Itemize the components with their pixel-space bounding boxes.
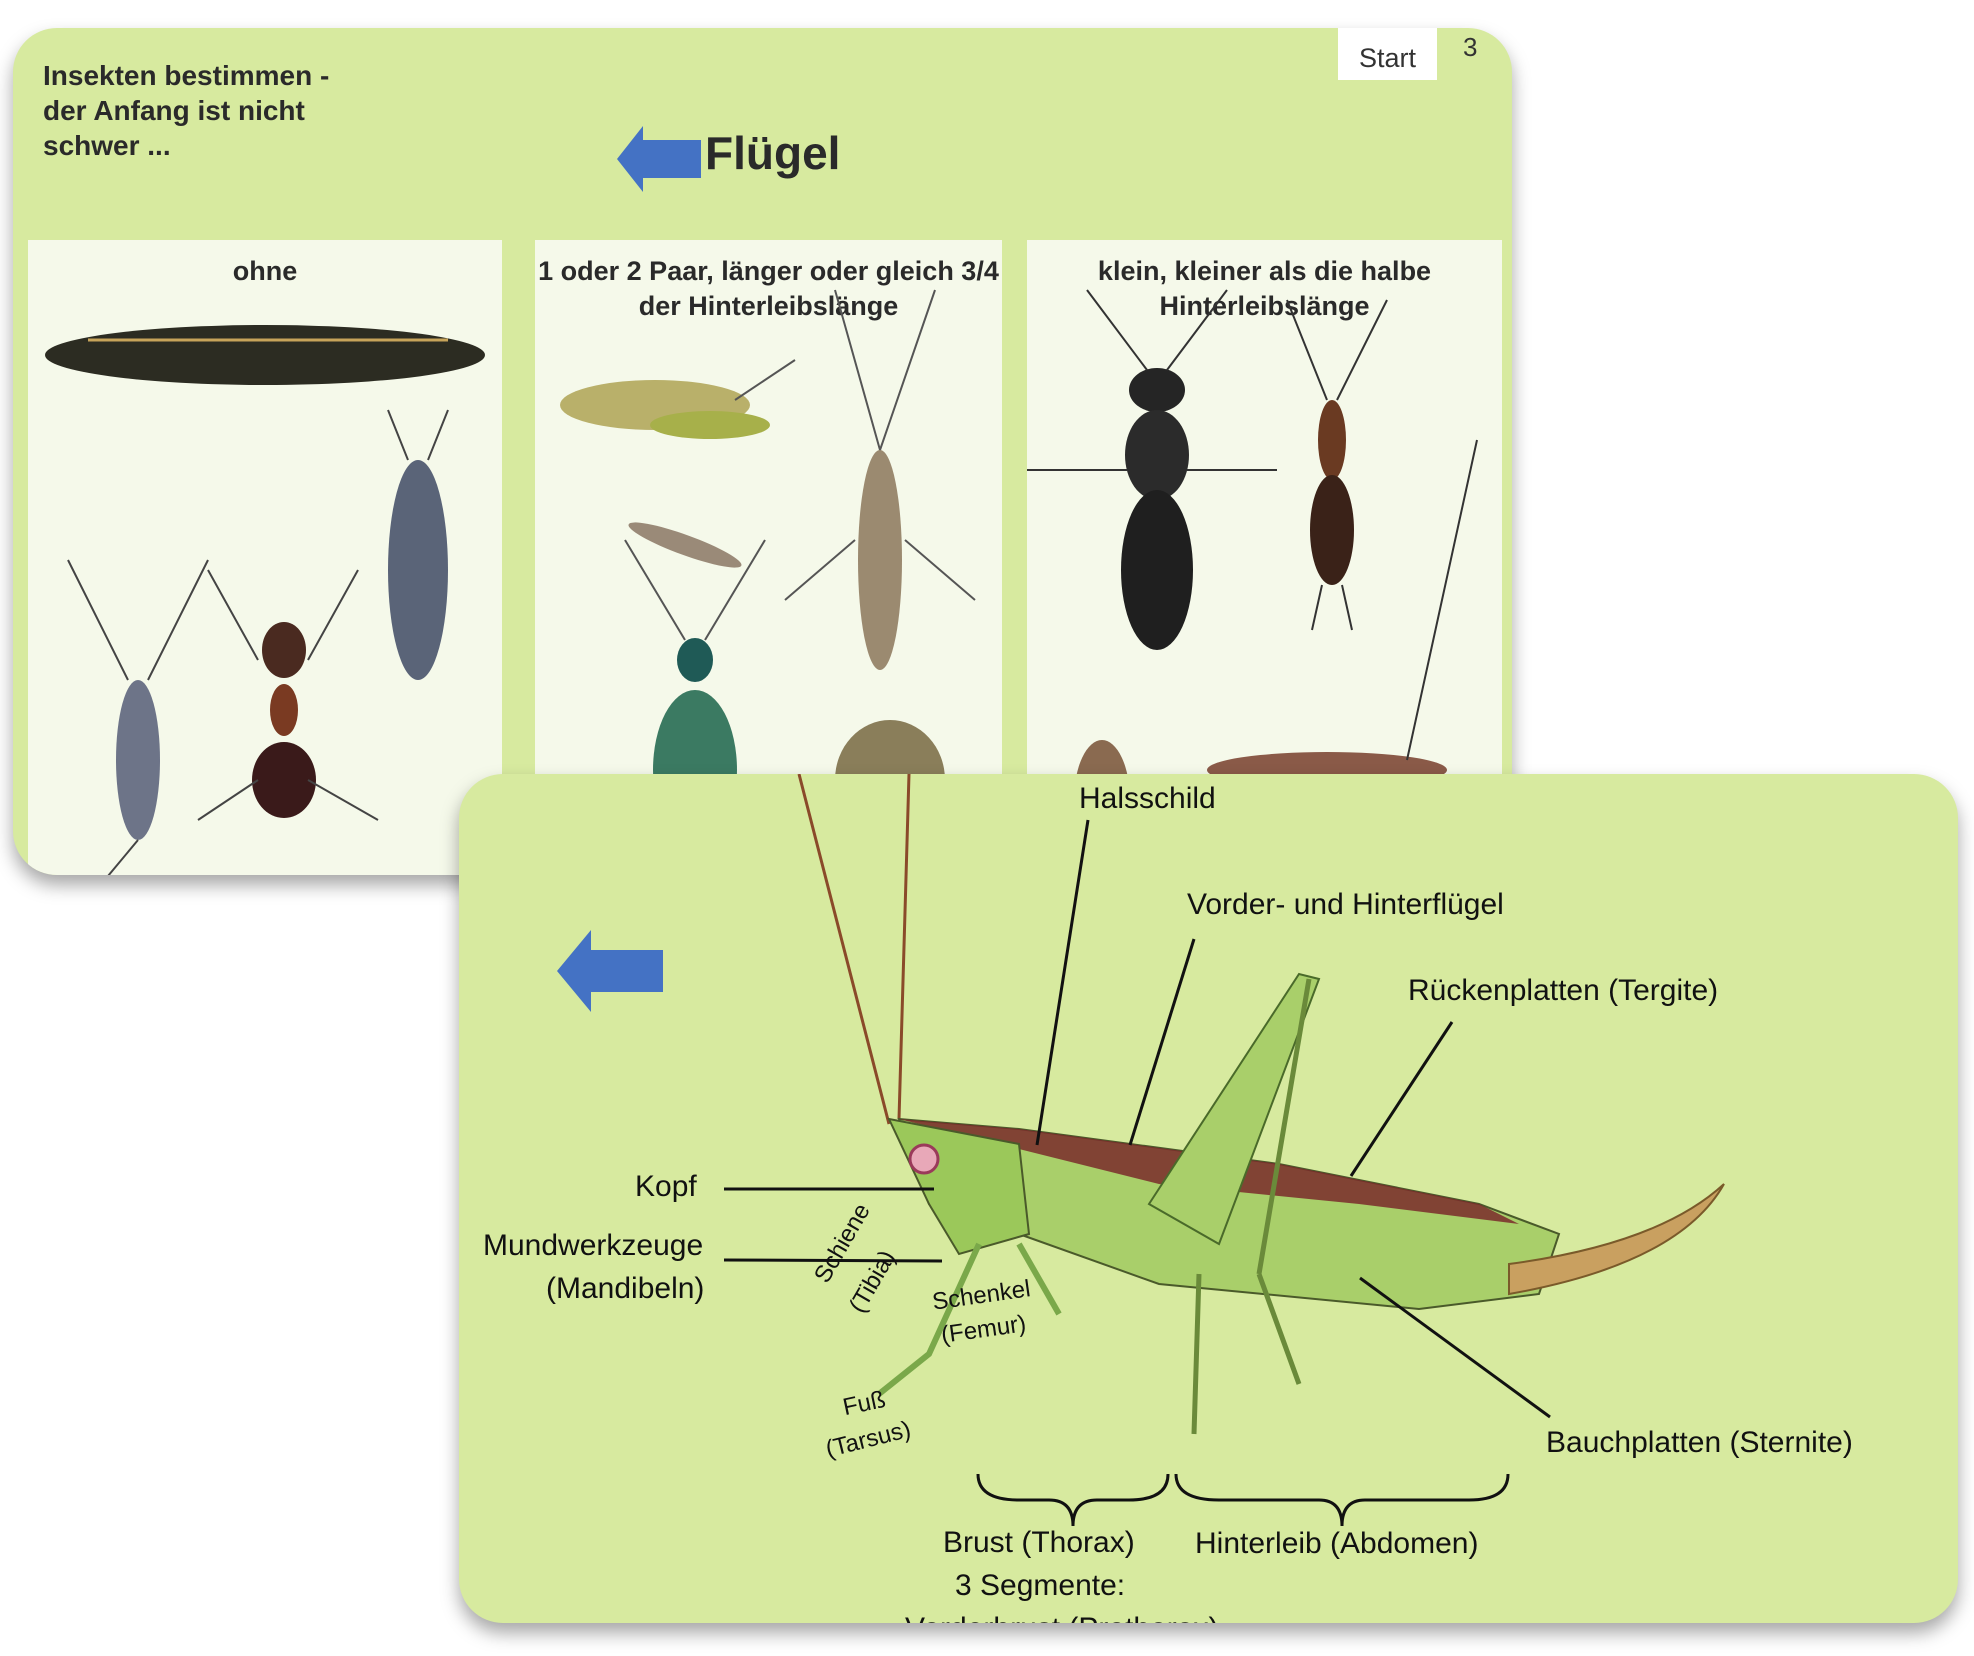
panel-title: klein, kleiner als die halbe Hinterleibs… xyxy=(1097,256,1432,321)
label-tergite: Rückenplatten (Tergite) xyxy=(1408,974,1719,1007)
label-hinterleib: Hinterleib (Abdomen) xyxy=(1195,1527,1479,1560)
label-segmente: 3 Segmente: xyxy=(955,1569,1126,1602)
label-mandibeln: (Mandibeln) xyxy=(546,1272,705,1305)
page-number: 3 xyxy=(1463,32,1478,62)
label-mundwerkzeuge: Mundwerkzeuge xyxy=(483,1229,704,1262)
slide-insect-key: Insekten bestimmen - der Anfang ist nich… xyxy=(13,28,1512,875)
label-sternite: Bauchplatten (Sternite) xyxy=(1546,1426,1853,1459)
panel-wingless[interactable]: ohne xyxy=(28,240,502,875)
slide-grasshopper-anatomy: Halsschild Vorder- und Hinterflügel Rück… xyxy=(459,774,1958,1623)
slide-title: Insekten bestimmen - der Anfang ist nich… xyxy=(43,60,330,161)
label-halsschild: Halsschild xyxy=(1079,782,1216,815)
panel-title: ohne xyxy=(232,256,298,286)
label-wings: Vorder- und Hinterflügel xyxy=(1187,888,1504,921)
grasshopper-diagram xyxy=(723,774,1725,1527)
panel-long-wings[interactable]: 1 oder 2 Paar, länger oder gleich 3/4 de… xyxy=(535,240,1002,875)
section-heading: Flügel xyxy=(705,127,841,179)
panel-title: 1 oder 2 Paar, länger oder gleich 3/4 de… xyxy=(538,256,999,321)
arrow-left-icon[interactable] xyxy=(557,930,663,1012)
arrow-left-icon[interactable] xyxy=(617,126,701,192)
label-brust: Brust (Thorax) xyxy=(943,1526,1135,1559)
label-kopf: Kopf xyxy=(635,1170,697,1203)
start-button[interactable]: Start xyxy=(1338,28,1437,80)
label-vorderbrust: Vorderbrust (Prothorax) xyxy=(905,1612,1218,1623)
wingless-insects-illustration xyxy=(45,325,485,875)
